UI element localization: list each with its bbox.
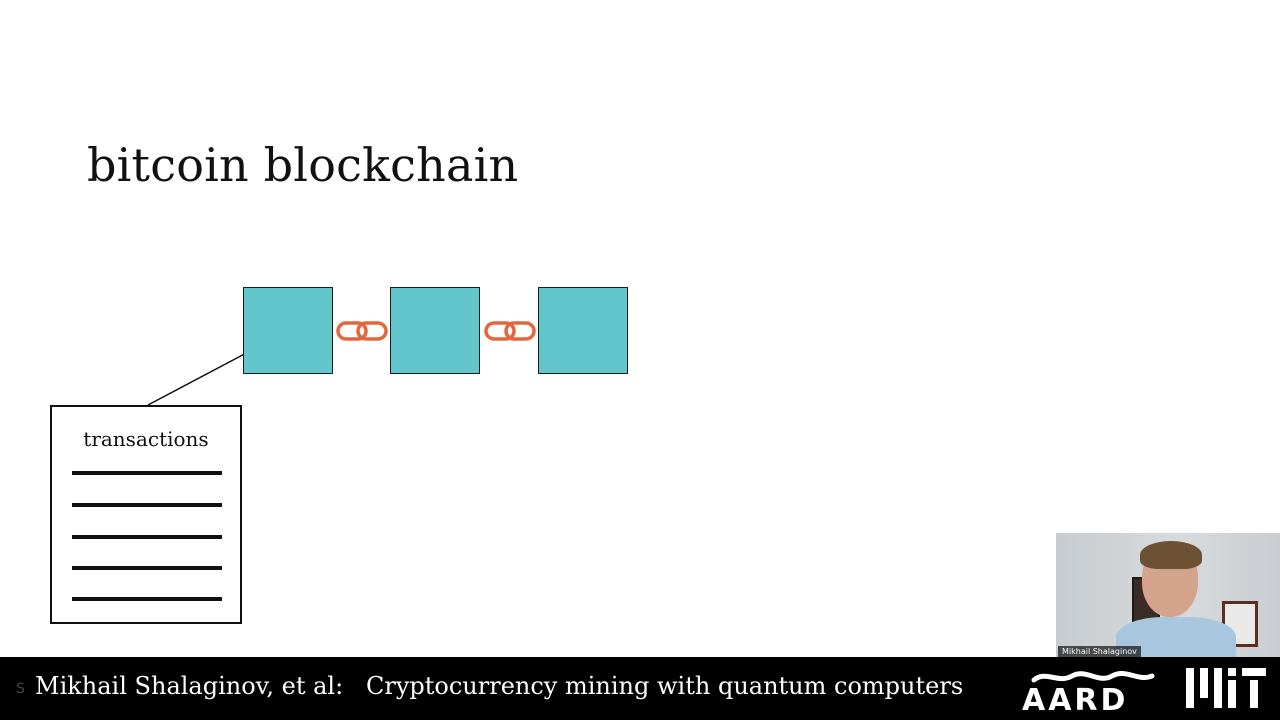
transaction-line bbox=[72, 535, 222, 539]
aard-logo: AARD bbox=[1022, 670, 1155, 714]
blockchain-block-3 bbox=[538, 287, 628, 374]
blockchain-block-2 bbox=[390, 287, 480, 374]
transactions-label: transactions bbox=[83, 427, 209, 451]
chain-link-icon bbox=[336, 321, 388, 341]
slide-footer-bar: S Mikhail Shalaginov, et al: Cryptocurre… bbox=[0, 657, 1280, 720]
transaction-line bbox=[72, 566, 222, 570]
participant-video-tile[interactable]: Mikhail Shalaginov bbox=[1056, 533, 1280, 659]
participant-name-label: Mikhail Shalaginov bbox=[1058, 646, 1141, 657]
transaction-line bbox=[72, 471, 222, 475]
aard-logo-text: AARD bbox=[1022, 683, 1128, 714]
slide-number: S bbox=[16, 681, 25, 697]
mit-logo-icon bbox=[1186, 668, 1266, 708]
transaction-line bbox=[72, 597, 222, 601]
blockchain-block-1 bbox=[243, 287, 333, 374]
transaction-line bbox=[72, 503, 222, 507]
slide-canvas: bitcoin blockchain transactions bbox=[50, 138, 628, 624]
transactions-box: transactions bbox=[50, 405, 242, 624]
participant-hair bbox=[1140, 541, 1202, 569]
footer-talk-title: Cryptocurrency mining with quantum compu… bbox=[366, 672, 964, 700]
chain-link-icon bbox=[484, 321, 536, 341]
footer-author: Mikhail Shalaginov, et al: bbox=[35, 672, 344, 700]
slide-title: bitcoin blockchain bbox=[87, 138, 519, 192]
